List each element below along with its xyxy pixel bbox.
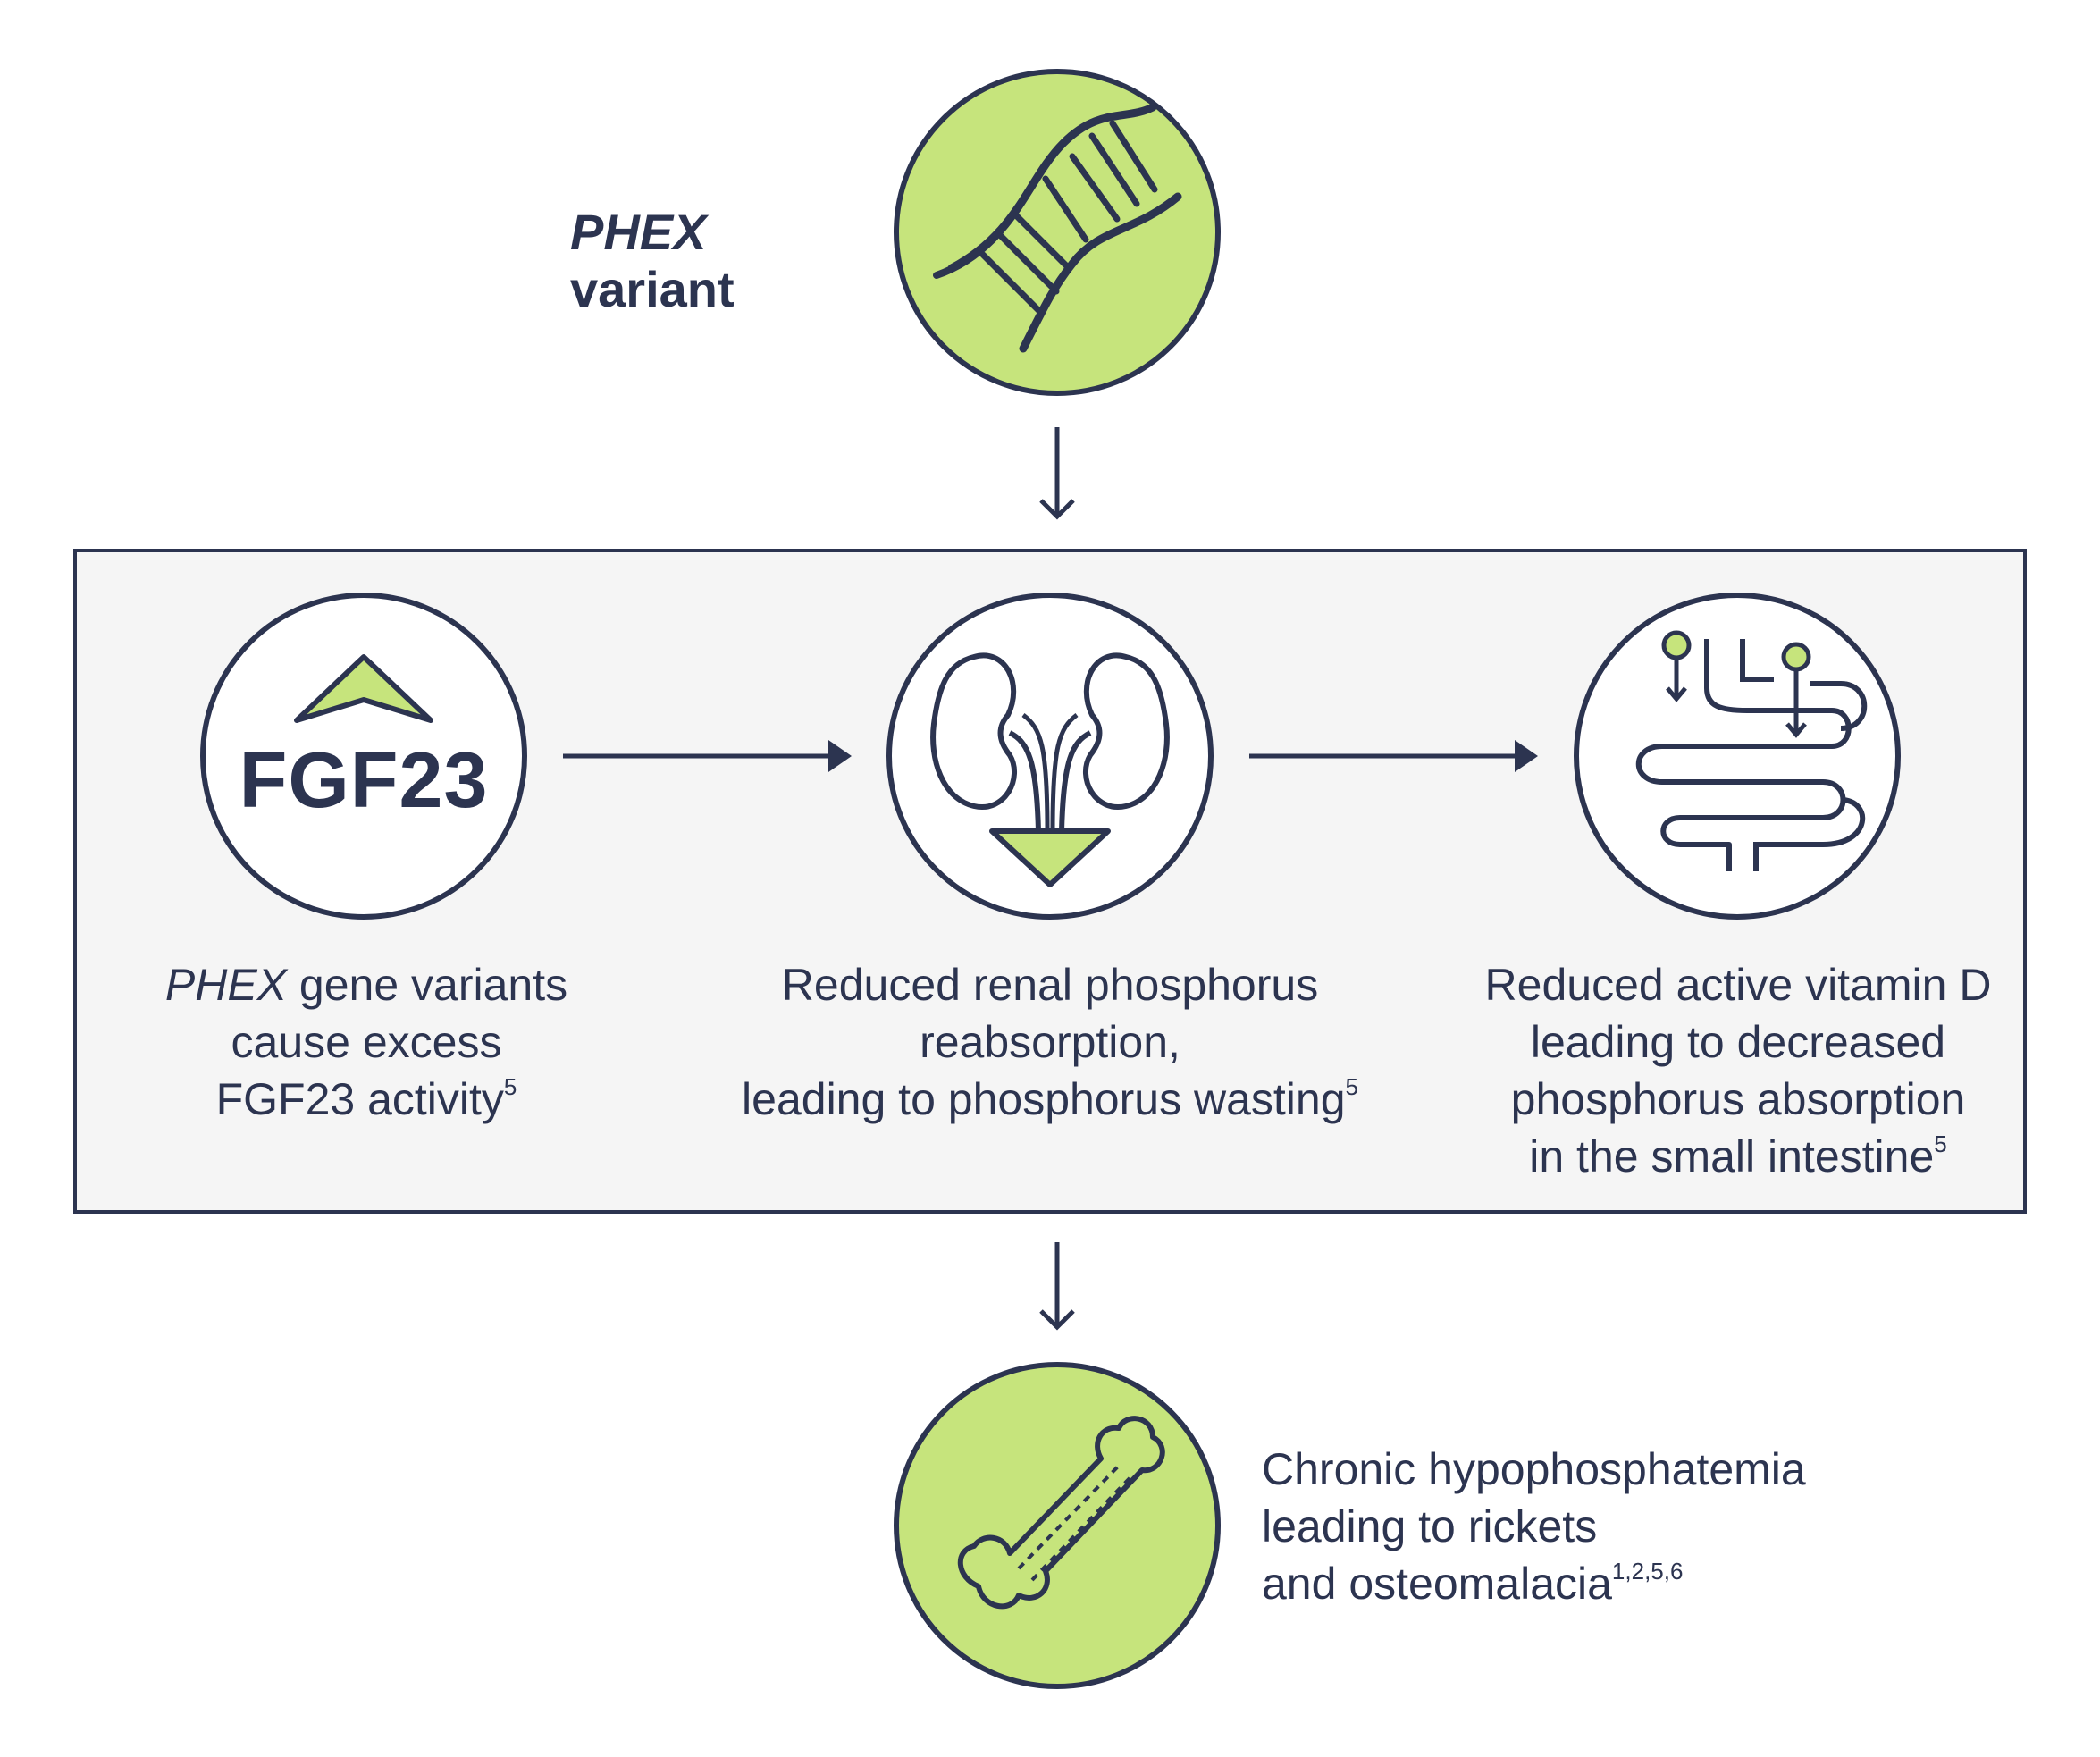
step3-line4: in the small intestine — [1529, 1131, 1935, 1181]
step2-caption: Reduced renal phosphorus reabsorption, l… — [661, 956, 1439, 1128]
step3-line2: leading to decreased — [1530, 1017, 1946, 1067]
arrow-right-1 — [563, 740, 852, 772]
step2-ref: 5 — [1345, 1073, 1358, 1101]
fgf23-up-icon: FGF23 — [200, 593, 527, 920]
step1-ref: 5 — [503, 1073, 517, 1101]
dna-icon — [894, 69, 1221, 396]
top-label-rest: variant — [570, 261, 735, 317]
step1-line2: cause excess — [231, 1017, 502, 1067]
step3-line1: Reduced active vitamin D — [1484, 960, 1992, 1010]
step2-line2: leading to phosphorus wasting — [742, 1074, 1346, 1124]
step1-line1: gene variants — [287, 960, 568, 1010]
arrow-right-2 — [1249, 740, 1538, 772]
arrow-head-down-1 — [1039, 499, 1075, 520]
step1-gene: PHEX — [164, 960, 288, 1010]
outcome-line3: and osteomalacia — [1262, 1559, 1612, 1609]
outcome-line2: leading to rickets — [1262, 1501, 1598, 1551]
step2-line1: Reduced renal phosphorus reabsorption, — [781, 960, 1319, 1067]
intestine-icon — [1574, 593, 1901, 920]
kidneys-icon — [886, 593, 1214, 920]
outcome-line1: Chronic hypophosphatemia — [1262, 1444, 1806, 1494]
bone-icon — [894, 1362, 1221, 1689]
step1-caption: PHEX gene variants cause excess FGF23 ac… — [143, 956, 590, 1128]
step3-ref: 5 — [1934, 1131, 1947, 1158]
top-label: PHEX variant — [570, 204, 865, 318]
step3-line3: phosphorus absorption — [1510, 1074, 1966, 1124]
step3-caption: Reduced active vitamin D leading to decr… — [1483, 956, 1993, 1185]
arrow-head-down-2 — [1039, 1309, 1075, 1331]
fgf23-icon-label: FGF23 — [239, 736, 489, 824]
outcome-ref: 1,2,5,6 — [1611, 1558, 1684, 1585]
top-label-gene: PHEX — [570, 204, 707, 260]
outcome-caption: Chronic hypophosphatemia leading to rick… — [1262, 1441, 1887, 1612]
step1-line3: FGF23 activity — [215, 1074, 504, 1124]
